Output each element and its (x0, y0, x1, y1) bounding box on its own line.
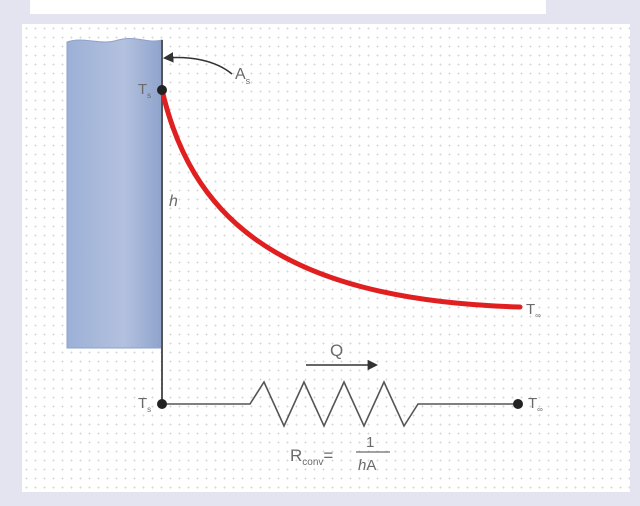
resistance-sub: conv (302, 457, 323, 468)
svg-text:Ts: Ts (138, 395, 151, 414)
svg-text:As: As (235, 66, 251, 86)
formula-denominator-a: A (366, 457, 376, 474)
top-strip (30, 0, 546, 14)
surface-temp-sub: s (147, 91, 151, 100)
node-right-label: T (528, 395, 537, 412)
temperature-curve (159, 87, 523, 310)
formula-denominator-h: h (358, 457, 366, 474)
node-left-sub: s (147, 405, 151, 414)
svg-text:T∞: T∞ (528, 395, 543, 414)
heat-coefficient-label: h (169, 193, 178, 210)
node-left (157, 399, 167, 409)
surface-area-sub: s (246, 76, 251, 86)
node-left-label: T (138, 395, 147, 412)
surface-area-label: A (235, 66, 246, 83)
svg-text:Rconv=: Rconv= (290, 446, 333, 468)
surface-point (157, 85, 167, 95)
formula-numerator: 1 (366, 434, 374, 451)
svg-text:Ts: Ts (138, 81, 151, 100)
solid-wall (66, 37, 163, 349)
svg-text:T∞: T∞ (526, 301, 541, 320)
ambient-temp-label: T (526, 301, 535, 318)
resistance-label: R (290, 446, 302, 465)
surface-temp-label: T (138, 81, 147, 98)
heat-flow-label: Q (330, 341, 343, 360)
svg-text:hA: hA (358, 457, 376, 474)
node-right-sub: ∞ (537, 405, 543, 414)
surface-area-arrow (162, 52, 233, 75)
ambient-temp-sub: ∞ (535, 311, 541, 320)
resistor-circuit (162, 380, 518, 428)
node-right (513, 399, 523, 409)
resistance-equals: = (323, 446, 333, 465)
